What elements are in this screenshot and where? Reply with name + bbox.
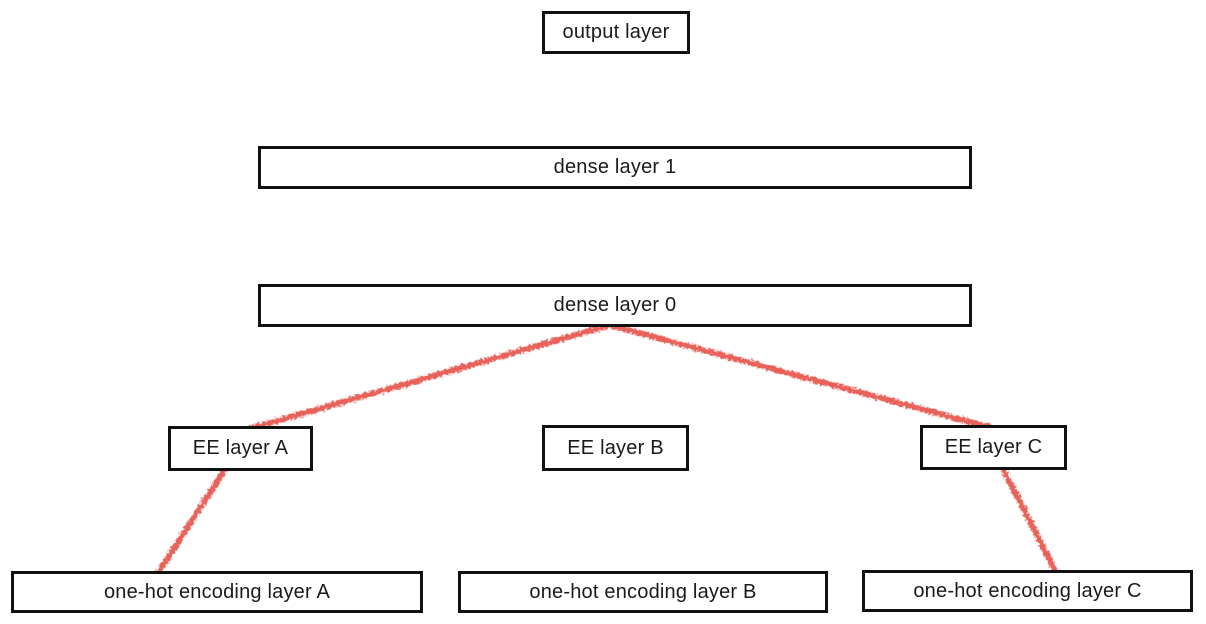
- node-dense-layer-0: dense layer 0: [258, 284, 972, 327]
- edge-dense0-eeA: [246, 322, 613, 432]
- edge-dense0-eeC: [607, 322, 999, 432]
- edge-eeC-onehotC: [999, 464, 1059, 575]
- node-one-hot-encoding-layer-c: one-hot encoding layer C: [862, 570, 1193, 612]
- node-dense-layer-1: dense layer 1: [258, 146, 972, 189]
- node-output-layer: output layer: [542, 11, 690, 54]
- node-ee-layer-a: EE layer A: [168, 426, 313, 471]
- node-one-hot-encoding-layer-a: one-hot encoding layer A: [11, 571, 423, 613]
- edge-eeA-onehotA: [155, 465, 229, 576]
- node-ee-layer-c: EE layer C: [920, 425, 1067, 470]
- node-ee-layer-b: EE layer B: [542, 425, 689, 471]
- node-one-hot-encoding-layer-b: one-hot encoding layer B: [458, 571, 828, 613]
